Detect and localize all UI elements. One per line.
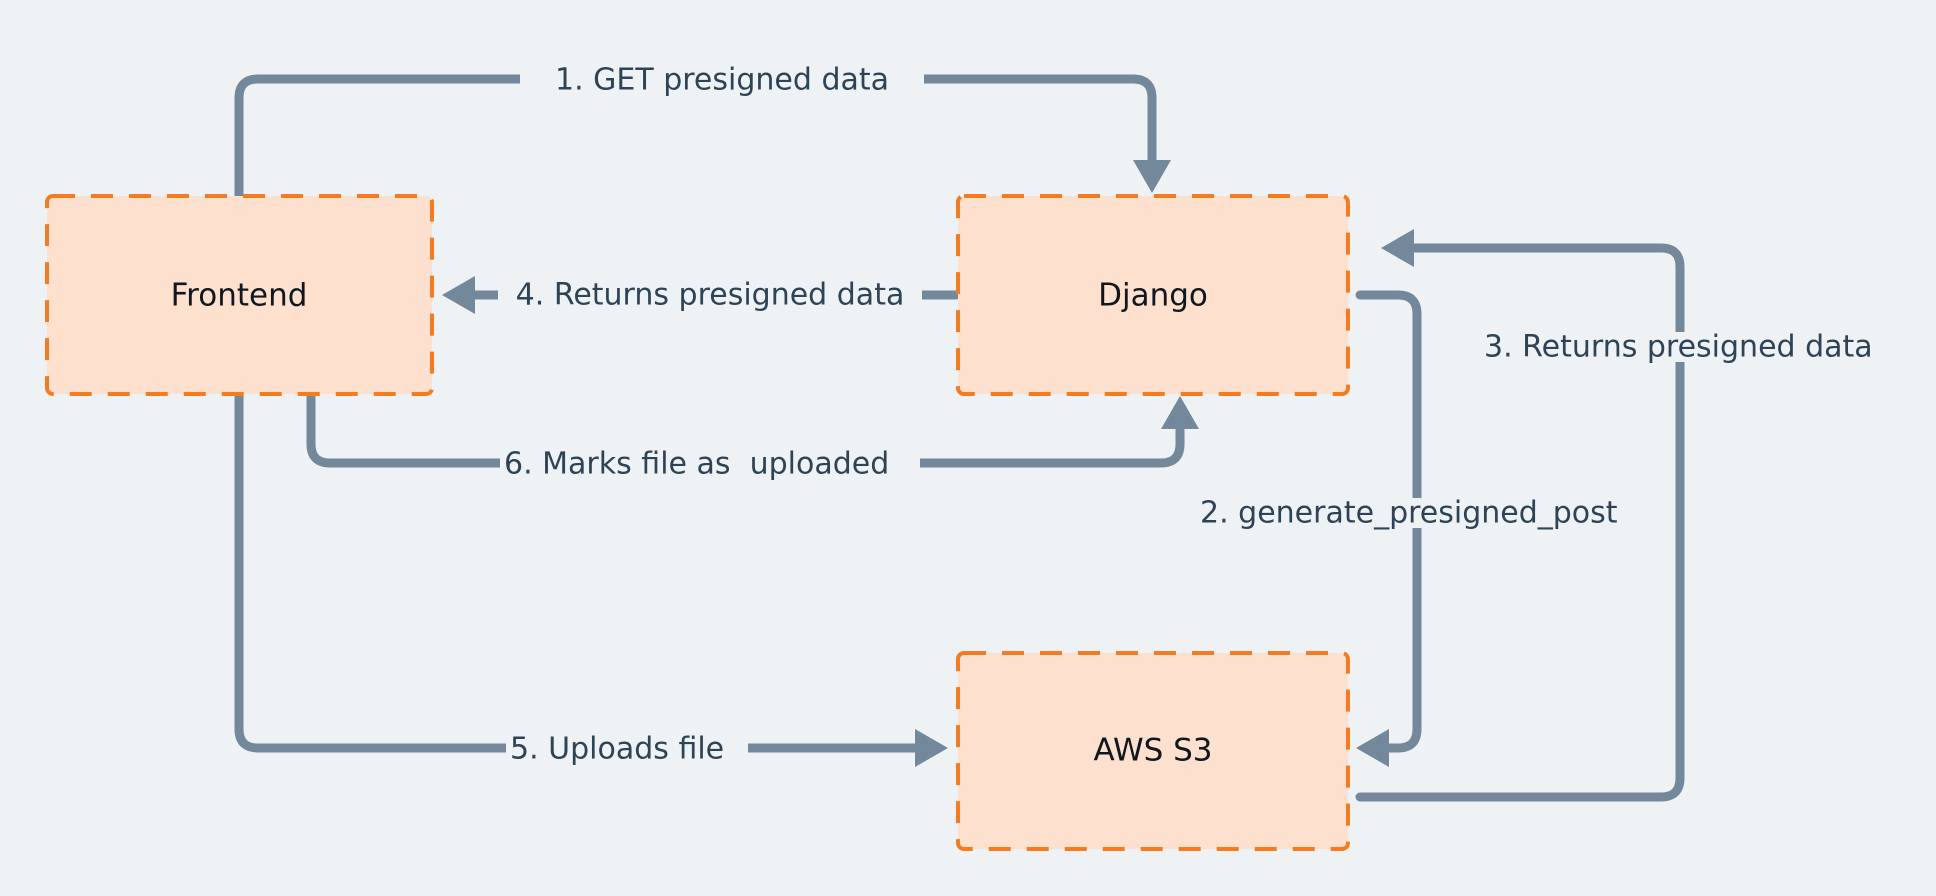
node-aws-s3-label: AWS S3 bbox=[1093, 733, 1212, 769]
edge-2-arrowhead-icon bbox=[1356, 729, 1389, 767]
edge-3-arrowhead-icon bbox=[1381, 229, 1414, 267]
node-frontend[interactable]: Frontend bbox=[45, 194, 434, 396]
edge-3-returns-presigned-data: 3. Returns presigned data bbox=[1355, 229, 1892, 802]
edge-2-label: 2. generate_presigned_post bbox=[1200, 496, 1618, 531]
edge-4-label-backdrop bbox=[498, 281, 922, 311]
edge-5-label-backdrop bbox=[506, 735, 748, 765]
edge-1-arrowhead-icon bbox=[1133, 160, 1171, 193]
edge-4-returns-presigned-data: 4. Returns presigned data bbox=[442, 276, 961, 314]
node-aws-s3[interactable]: AWS S3 bbox=[956, 651, 1350, 851]
edge-5-uploads-file: 5. Uploads file bbox=[234, 389, 948, 767]
edge-1-label: 1. GET presigned data bbox=[555, 63, 889, 98]
edge-4-arrowhead-icon bbox=[442, 276, 475, 314]
edge-3-line bbox=[1355, 243, 1685, 802]
edge-4-label: 4. Returns presigned data bbox=[516, 278, 905, 313]
node-django-label: Django bbox=[1098, 278, 1208, 314]
edge-5-arrowhead-icon bbox=[915, 729, 948, 767]
node-frontend-box[interactable] bbox=[45, 194, 434, 396]
edge-3-label: 3. Returns presigned data bbox=[1484, 330, 1873, 365]
edge-6-marks-file-as-uploaded: 6. Marks file as uploaded bbox=[306, 389, 1199, 482]
edge-5-label: 5. Uploads file bbox=[510, 732, 724, 767]
edge-6-arrowhead-icon bbox=[1161, 396, 1199, 429]
edge-1-label-backdrop bbox=[520, 66, 924, 94]
node-aws-s3-box[interactable] bbox=[956, 651, 1350, 851]
edge-1-get-presigned-data: 1. GET presigned data bbox=[234, 63, 1171, 201]
edge-3-label-backdrop bbox=[1480, 332, 1892, 362]
edge-6-label: 6. Marks file as uploaded bbox=[504, 447, 889, 482]
node-frontend-label: Frontend bbox=[171, 278, 308, 314]
node-django[interactable]: Django bbox=[956, 194, 1350, 396]
edge-2-label-backdrop bbox=[1196, 498, 1634, 528]
edge-5-line bbox=[234, 389, 925, 753]
node-django-box[interactable] bbox=[956, 194, 1350, 396]
edge-6-label-backdrop bbox=[500, 450, 920, 480]
edge-2-generate-presigned-post: 2. generate_presigned_post bbox=[1196, 290, 1634, 767]
